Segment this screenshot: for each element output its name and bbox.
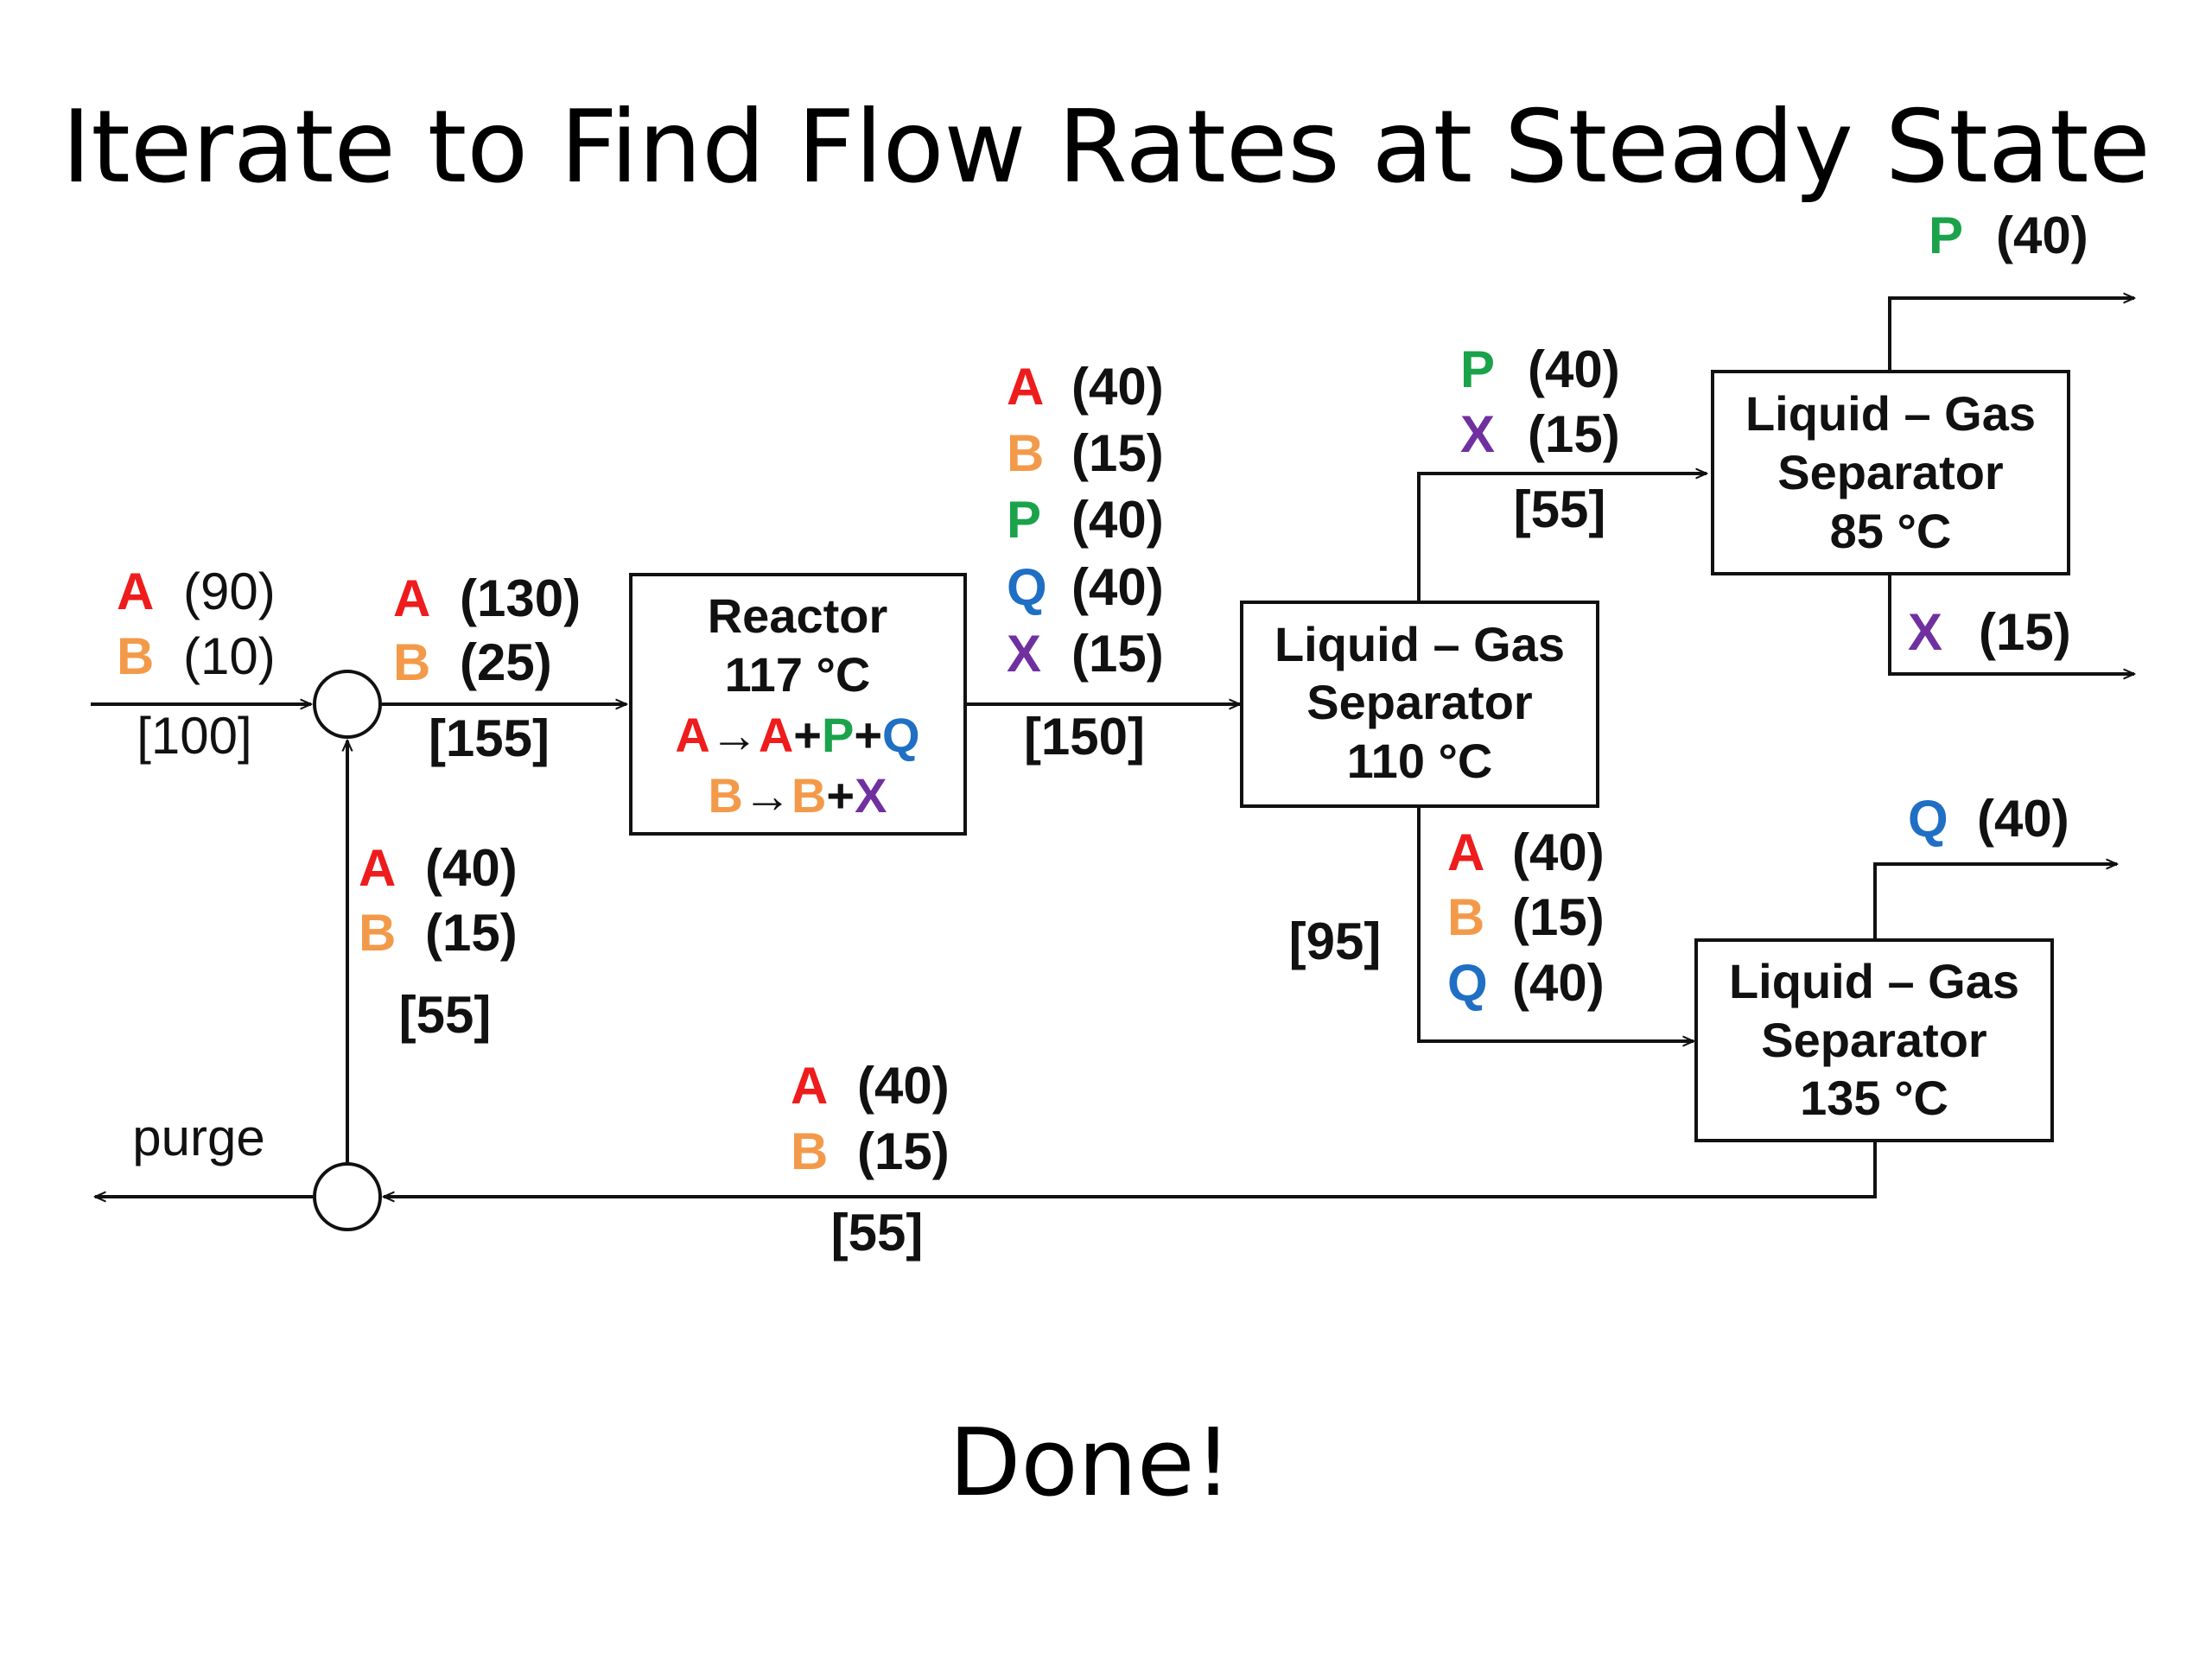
species-label-B: B: [117, 627, 154, 685]
separator-3-name: Liquid – Gas: [1729, 954, 2019, 1008]
species-value-A: (40): [857, 1057, 950, 1115]
reactor-temp: 117 °C: [725, 647, 871, 702]
species-value-X: (15): [1528, 405, 1620, 463]
sep3-liquid-labels: A (40) B (15) [55]: [791, 1057, 950, 1262]
recycle-return-arrow: [384, 1141, 1877, 1197]
separator-2-box: Liquid – Gas Separator 85 °C: [1711, 370, 2070, 575]
species-value-Q: (40): [1977, 790, 2069, 848]
species-label-P: P: [1929, 207, 1963, 264]
recycle-stream-labels: A (40) B (15) [55]: [359, 839, 518, 1044]
species-value-B: (25): [460, 633, 552, 691]
separator-2-name-2: Separator: [1777, 445, 2003, 499]
stream-total: [100]: [137, 707, 251, 765]
species-label-B: B: [791, 1122, 828, 1180]
species-value-X: (15): [1071, 625, 1164, 683]
separator-2-name: Liquid – Gas: [1745, 386, 2036, 441]
species-value-P: (40): [1528, 340, 1620, 398]
species-value-A: (90): [183, 563, 276, 620]
species-label-Q: Q: [1447, 954, 1488, 1012]
species-value-X: (15): [1979, 603, 2071, 661]
sep2-liquid-arrow: [1888, 574, 2134, 674]
sep1-liquid-labels: A (40) B (15) Q (40) [95]: [1289, 823, 1605, 1012]
species-value-Q: (40): [1512, 954, 1605, 1012]
species-label-X: X: [1007, 625, 1041, 683]
species-value-B: (15): [857, 1122, 950, 1180]
species-value-A: (40): [1512, 823, 1605, 881]
stream-total: [95]: [1289, 912, 1382, 970]
sep3-gas-arrow: [1873, 864, 2117, 940]
stream-total: [55]: [1514, 480, 1606, 538]
separator-1-name-2: Separator: [1306, 675, 1532, 729]
mixer-node: [313, 670, 382, 739]
separator-3-temp: 135 °C: [1800, 1071, 1948, 1125]
slide-title: Iterate to Find Flow Rates at Steady Sta…: [61, 89, 2151, 206]
species-label-A: A: [1447, 823, 1484, 881]
species-label-X: X: [1460, 405, 1495, 463]
species-value-Q: (40): [1071, 558, 1164, 616]
separator-1-temp: 110 °C: [1347, 734, 1493, 788]
feed-stream-labels: A (90) B (10) [100]: [117, 563, 276, 765]
sep2-gas-arrow: [1888, 298, 2134, 372]
stream-total: [155]: [429, 709, 550, 767]
separator-3-name-2: Separator: [1761, 1013, 1986, 1067]
sep1-gas-arrow: [1417, 474, 1707, 602]
species-value-A: (40): [425, 839, 518, 897]
species-value-B: (15): [1071, 424, 1164, 482]
separator-1-box: Liquid – Gas Separator 110 °C: [1240, 601, 1599, 808]
sep2-gas-labels: P (40): [1929, 207, 2088, 264]
species-value-A: (40): [1071, 358, 1164, 416]
reactor-outlet-labels: A (40) B (15) P (40) Q (40) X (15) [150]: [1007, 358, 1164, 766]
sep2-liquid-labels: X (15): [1908, 603, 2071, 661]
reactor-title: Reactor: [708, 588, 888, 643]
species-label-A: A: [791, 1057, 828, 1115]
species-value-P: (40): [1071, 491, 1164, 549]
species-value-A: (130): [460, 569, 581, 627]
species-label-B: B: [1447, 888, 1484, 946]
separator-1-name: Liquid – Gas: [1274, 617, 1565, 671]
species-value-B: (10): [183, 627, 276, 685]
species-label-A: A: [359, 839, 396, 897]
stream-total: [55]: [399, 986, 492, 1044]
reaction-2: B→B+X: [709, 768, 887, 823]
species-value-B: (15): [425, 904, 518, 962]
reaction-1: A→A+P+Q: [675, 708, 919, 762]
done-caption: Done!: [949, 1409, 1231, 1517]
purge-label: purge: [132, 1109, 264, 1166]
splitter-node: [313, 1162, 382, 1231]
species-label-X: X: [1908, 603, 1942, 661]
separator-3-box: Liquid – Gas Separator 135 °C: [1694, 938, 2054, 1142]
species-label-P: P: [1460, 340, 1495, 398]
sep1-gas-labels: P (40) X (15) [55]: [1460, 340, 1620, 538]
reactor-box: Reactor 117 °C A→A+P+Q B→B+X: [629, 573, 967, 836]
sep3-gas-labels: Q (40): [1908, 790, 2069, 848]
species-value-B: (15): [1512, 888, 1605, 946]
separator-2-temp: 85 °C: [1830, 504, 1952, 558]
species-label-Q: Q: [1007, 558, 1047, 616]
species-label-A: A: [393, 569, 430, 627]
species-label-Q: Q: [1908, 790, 1948, 848]
species-label-A: A: [1007, 358, 1044, 416]
stream-total: [150]: [1024, 708, 1145, 766]
sep1-liquid-arrow: [1417, 806, 1694, 1041]
species-label-B: B: [1007, 424, 1044, 482]
stream-total: [55]: [831, 1204, 924, 1262]
species-label-A: A: [117, 563, 154, 620]
mixed-stream-labels: A (130) B (25) [155]: [393, 569, 581, 767]
species-label-P: P: [1007, 491, 1041, 549]
species-label-B: B: [359, 904, 396, 962]
species-label-B: B: [393, 633, 430, 691]
species-value-P: (40): [1996, 207, 2088, 264]
